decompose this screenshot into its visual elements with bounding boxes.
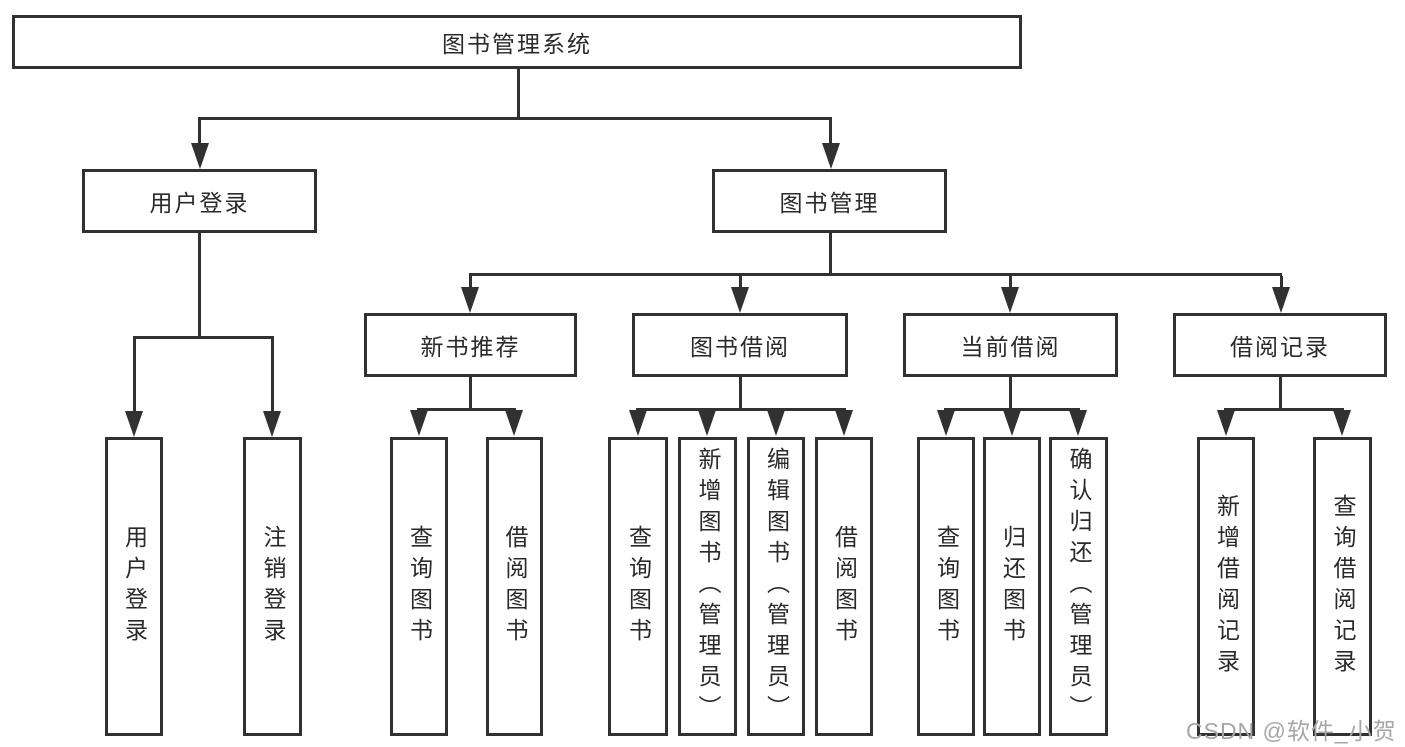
leaf-query-borrow-record-label: 查询借阅记录	[1330, 493, 1356, 680]
arrowhead-icon	[1217, 410, 1235, 436]
connector-root-bus	[198, 117, 832, 120]
arrowhead-icon	[505, 410, 523, 436]
leaf-rec-query-book: 查询图书	[390, 437, 448, 736]
node-new-book-recommend-label: 新书推荐	[420, 334, 521, 360]
connector-group-stem	[739, 377, 742, 408]
connector-drop-leaf	[133, 339, 136, 413]
leaf-edit-book-admin: 编辑图书（管理员）	[747, 437, 805, 736]
connector-group-stem	[469, 377, 472, 408]
node-current-borrow-label: 当前借阅	[960, 334, 1061, 360]
leaf-return-book: 归还图书	[983, 437, 1041, 736]
leaf-add-book-admin-label: 新增图书（管理员）	[695, 447, 721, 726]
leaf-add-borrow-record-label: 新增借阅记录	[1213, 493, 1240, 680]
leaf-confirm-return-admin-label: 确认归还（管理员）	[1066, 447, 1092, 726]
leaf-rec-borrow-book: 借阅图书	[486, 437, 543, 736]
node-book-management-label: 图书管理	[779, 190, 880, 216]
connector-drop-borrow-records	[1280, 276, 1283, 289]
connector-drop-new-book	[469, 276, 472, 289]
node-user-login: 用户登录	[82, 169, 317, 233]
leaf-logout-label: 注销登录	[260, 524, 286, 649]
connector-userlogin-stem	[198, 233, 201, 336]
connector-group-stem	[1009, 377, 1012, 408]
connector-drop-book-management	[829, 120, 832, 146]
leaf-user-login-label: 用户登录	[121, 524, 148, 649]
arrowhead-icon	[1003, 410, 1021, 436]
arrowhead-icon	[1069, 410, 1087, 436]
leaf-add-book-admin: 新增图书（管理员）	[678, 437, 737, 736]
arrowhead-icon	[191, 143, 209, 169]
node-root: 图书管理系统	[12, 15, 1022, 69]
node-current-borrow: 当前借阅	[903, 313, 1118, 377]
connector-userlogin-bus	[133, 336, 274, 339]
connector-drop-leaf	[271, 339, 274, 413]
connector-group-bus	[636, 408, 846, 411]
node-user-login-label: 用户登录	[149, 190, 250, 216]
arrowhead-icon	[125, 411, 143, 437]
connector-root-stem	[517, 69, 520, 117]
leaf-query-borrow-record: 查询借阅记录	[1313, 437, 1372, 736]
leaf-borrow-query-book: 查询图书	[608, 437, 668, 736]
connector-group-bus	[944, 408, 1080, 411]
connector-drop-current-borrow	[1009, 276, 1012, 289]
connector-group-bus	[417, 408, 516, 411]
node-borrow-records: 借阅记录	[1173, 313, 1387, 377]
leaf-add-borrow-record: 新增借阅记录	[1197, 437, 1255, 736]
arrowhead-icon	[263, 411, 281, 437]
arrowhead-icon	[1333, 410, 1351, 436]
arrowhead-icon	[822, 143, 840, 169]
node-book-borrow-label: 图书借阅	[690, 334, 790, 360]
leaf-confirm-return-admin: 确认归还（管理员）	[1049, 437, 1108, 736]
arrowhead-icon	[629, 410, 647, 436]
arrowhead-icon	[731, 287, 749, 313]
leaf-current-query-book-label: 查询图书	[933, 524, 960, 649]
arrowhead-icon	[410, 410, 428, 436]
connector-drop-book-borrow	[739, 276, 742, 289]
arrowhead-icon	[767, 410, 785, 436]
leaf-rec-query-book-label: 查询图书	[406, 524, 433, 649]
leaf-current-query-book: 查询图书	[917, 437, 975, 736]
leaf-edit-book-admin-label: 编辑图书（管理员）	[763, 447, 790, 726]
node-book-management: 图书管理	[712, 169, 947, 233]
leaf-logout: 注销登录	[243, 437, 302, 736]
arrowhead-icon	[461, 287, 479, 313]
node-new-book-recommend: 新书推荐	[364, 313, 577, 377]
arrowhead-icon	[835, 410, 853, 436]
connector-group-stem	[1279, 377, 1282, 408]
arrowhead-icon	[1272, 287, 1290, 313]
leaf-return-book-label: 归还图书	[999, 524, 1026, 649]
leaf-borrow-book: 借阅图书	[815, 437, 873, 736]
leaf-rec-borrow-book-label: 借阅图书	[502, 524, 528, 649]
arrowhead-icon	[698, 410, 716, 436]
connector-bookmgmt-stem	[829, 233, 832, 273]
leaf-borrow-book-label: 借阅图书	[831, 524, 858, 649]
arrowhead-icon	[937, 410, 955, 436]
leaf-user-login: 用户登录	[105, 437, 163, 736]
connector-drop-user-login	[198, 120, 201, 146]
node-book-borrow: 图书借阅	[632, 313, 848, 377]
node-root-label: 图书管理系统	[442, 31, 592, 57]
node-borrow-records-label: 借阅记录	[1230, 334, 1330, 360]
arrowhead-icon	[1001, 287, 1019, 313]
leaf-borrow-query-book-label: 查询图书	[625, 524, 652, 649]
connector-bookmgmt-bus	[469, 273, 1282, 276]
csdn-watermark: CSDN @软件_小贺同学	[1186, 718, 1397, 744]
connector-group-bus	[1224, 408, 1344, 411]
